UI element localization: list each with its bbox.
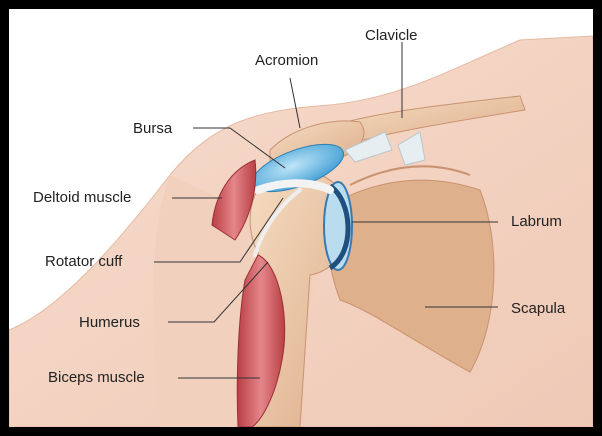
acromion-label: Acromion (255, 53, 318, 68)
clavicle-label: Clavicle (365, 28, 418, 43)
deltoid-muscle-label: Deltoid muscle (33, 190, 131, 205)
rotator-cuff-label: Rotator cuff (45, 254, 122, 269)
humerus-label: Humerus (79, 315, 140, 330)
shoulder-anatomy-illustration (9, 9, 593, 427)
scapula-label: Scapula (511, 301, 565, 316)
biceps-muscle-label: Biceps muscle (48, 370, 145, 385)
bursa-label: Bursa (133, 121, 172, 136)
labrum-label: Labrum (511, 214, 562, 229)
